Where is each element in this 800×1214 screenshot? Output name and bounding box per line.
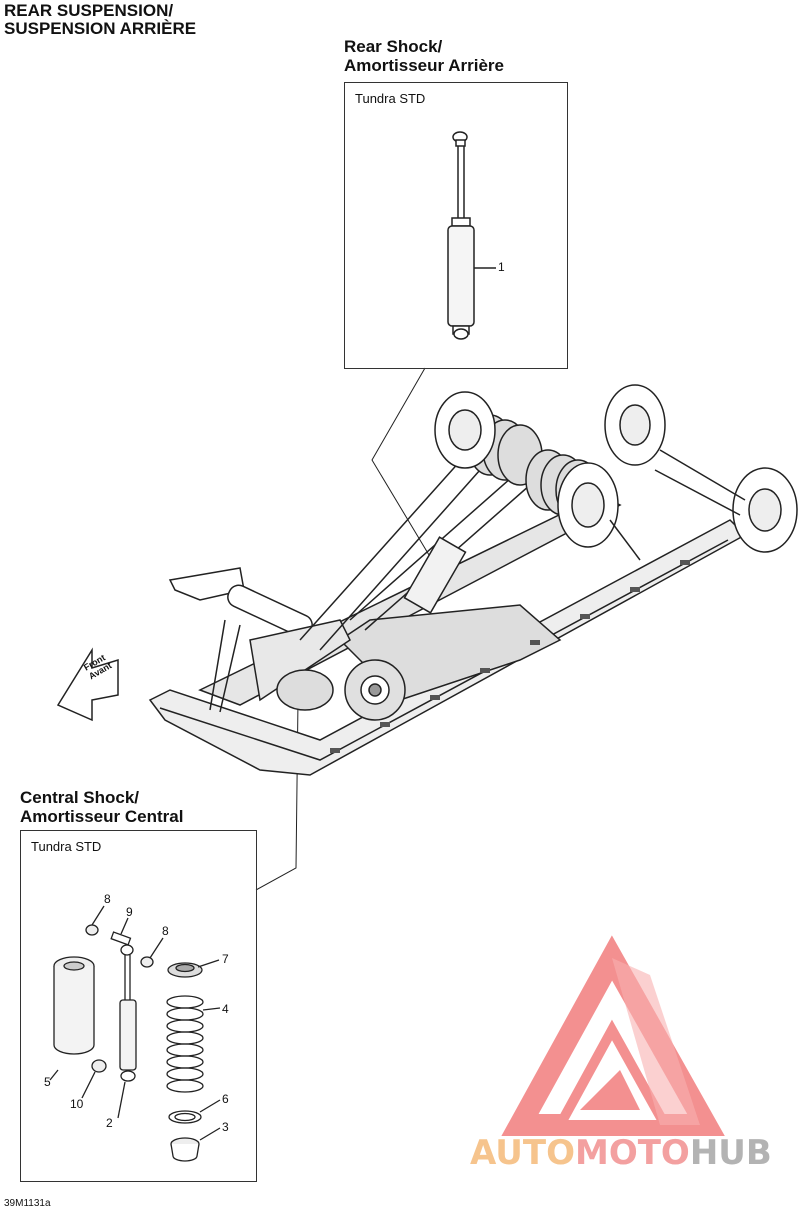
watermark-text: AUTOMOTOHUB (470, 1133, 772, 1173)
figure-code: 39M1131a (4, 1198, 51, 1209)
watermark-logo-icon (501, 935, 725, 1136)
callout-7: 7 (222, 952, 229, 966)
callout-2: 2 (106, 1116, 113, 1130)
direction-arrow-icon (56, 647, 119, 722)
callout-9: 9 (126, 905, 133, 919)
watermark-hub: HUB (689, 1133, 772, 1173)
rear-shock-heading-line-2: Amortisseur Arrière (344, 56, 504, 75)
callout-4: 4 (222, 1002, 229, 1016)
callout-10: 10 (70, 1097, 84, 1111)
callout-6: 6 (222, 1092, 229, 1106)
watermark-auto: AUTO (470, 1133, 575, 1173)
rear-shock-leader (371, 367, 451, 591)
central-shock-heading-line-1: Central Shock/ (20, 788, 140, 807)
central-shock-heading-line-2: Amortisseur Central (20, 807, 184, 826)
central-shock-heading: Central Shock/ Amortisseur Central (20, 788, 183, 826)
rear-shock-heading-line-1: Rear Shock/ (344, 37, 443, 56)
page-title-line-1: REAR SUSPENSION/ (4, 1, 174, 20)
rear-shock-model: Tundra STD (355, 91, 426, 106)
page-title: REAR SUSPENSION/ SUSPENSION ARRIÈRE (4, 2, 196, 38)
callout-8b: 8 (162, 924, 169, 938)
central-shock-parts (49, 905, 221, 1162)
callout-1: 1 (498, 260, 505, 274)
callout-8a: 8 (104, 892, 111, 906)
watermark-moto: MOTO (574, 1133, 690, 1173)
rear-shock-box: Tundra STD (344, 82, 568, 369)
central-shock-box: Tundra STD (20, 830, 257, 1182)
central-shock-model: Tundra STD (31, 839, 102, 854)
rear-shock-part (447, 131, 496, 340)
callout-5: 5 (44, 1075, 51, 1089)
page-title-line-2: SUSPENSION ARRIÈRE (4, 19, 197, 38)
callout-3: 3 (222, 1120, 229, 1134)
rear-shock-heading: Rear Shock/ Amortisseur Arrière (344, 37, 504, 75)
